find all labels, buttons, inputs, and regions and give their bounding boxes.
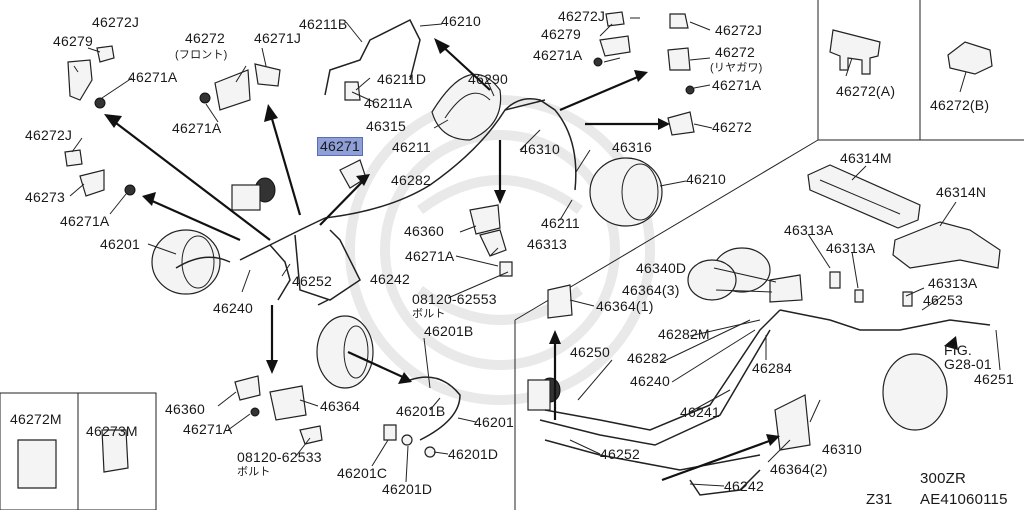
part-label: 46315 [366, 118, 406, 134]
part-label: 46252 [292, 273, 332, 289]
part-label: 46271A [60, 213, 110, 229]
part-label: 46272M [10, 411, 62, 427]
front-shoe-46210 [431, 73, 502, 141]
part-label: 46271A [533, 47, 583, 63]
part-label: 46290 [468, 71, 508, 87]
part-label: 46272(B) [930, 97, 990, 113]
part-label: 46364(2) [770, 461, 828, 477]
model-code: 300ZR [920, 470, 967, 487]
front-left-drum [151, 229, 231, 295]
part-label: 46360 [404, 223, 444, 239]
part-label: 46282M [658, 326, 710, 342]
part-label: 46211 [392, 139, 431, 155]
small-hardware [17, 11, 913, 489]
part-label: 46201B [424, 323, 474, 339]
part-label: 46253 [923, 292, 963, 308]
part-label: 08120-62533 [237, 449, 322, 465]
part-label: 46210 [441, 13, 481, 29]
clip-46272b [947, 41, 993, 75]
part-label: 46251 [974, 371, 1014, 387]
part-label: G28-01 [944, 356, 992, 372]
part-label: 46364(3) [622, 282, 680, 298]
part-label: 46310 [822, 441, 862, 457]
part-label: 46201D [448, 446, 499, 462]
part-label: 46210 [686, 171, 726, 187]
part-label: 46211A [364, 95, 413, 111]
part-label: 46240 [213, 300, 253, 316]
illustration-code: AE41060115 [920, 491, 1008, 508]
part-label: 46272 [715, 44, 755, 60]
part-label: 46201B [396, 403, 446, 419]
part-label: 46201D [382, 481, 433, 497]
part-label: 46282 [627, 350, 667, 366]
part-label: 46271A [128, 69, 178, 85]
part-label-sub: ボルト [237, 466, 271, 478]
part-label: 46272J [715, 22, 763, 38]
part-label: 46273 [25, 189, 65, 205]
part-label: 46211 [541, 215, 580, 231]
part-label: 08120-62553 [412, 291, 497, 307]
part-label: FIG. [944, 342, 973, 358]
master-cylinder-left [231, 177, 276, 211]
part-label: 46272J [25, 127, 73, 143]
part-label: 46242 [370, 271, 410, 287]
part-label: 46241 [680, 404, 720, 420]
wheel-behind-46284 [687, 247, 771, 301]
part-label: 46313A [784, 222, 834, 238]
part-label: 46360 [165, 401, 205, 417]
part-label: 46201 [100, 236, 140, 252]
part-label: 46340D [636, 260, 687, 276]
part-label: 46364 [320, 398, 360, 414]
arrows [104, 38, 958, 482]
part-label: 46271A [183, 421, 233, 437]
part-label: 46364(1) [596, 298, 654, 314]
part-label: 46201 [474, 414, 514, 430]
part-label: 46240 [630, 373, 670, 389]
part-label: 46272J [558, 8, 606, 24]
chassis-code: Z31 [866, 491, 893, 508]
leader-lines [69, 17, 1001, 487]
pipe-network-right [539, 309, 991, 496]
clip-46272a [829, 29, 881, 75]
part-label: 46250 [570, 344, 610, 360]
part-label: 46313 [527, 236, 567, 252]
pipe-network-left [239, 18, 577, 301]
part-label: 46314M [840, 150, 892, 166]
part-label: 46273M [86, 423, 138, 439]
rear-wheel-disc [882, 353, 948, 431]
part-label-sub: (リヤガワ) [710, 62, 763, 74]
part-label: 46279 [53, 33, 93, 49]
rear-drum-46210 [589, 157, 663, 227]
part-label: 46242 [724, 478, 764, 494]
highlighted-part-label[interactable]: 46271 [317, 137, 363, 156]
part-label: 46272J [92, 14, 140, 30]
part-label-sub: ボルト [412, 308, 446, 320]
part-label: 46272 [185, 30, 225, 46]
part-label: 46211B [299, 16, 348, 32]
part-label: 46271J [254, 30, 302, 46]
part-label: 46271A [172, 120, 222, 136]
crossmember-46314m [807, 164, 921, 229]
part-label: 46316 [612, 139, 652, 155]
part-label: 46252 [600, 446, 640, 462]
front-right-drum [316, 315, 374, 389]
part-label: 46271A [712, 77, 762, 93]
part-label: 46211D [377, 71, 427, 87]
part-label-sub: (フロント) [175, 49, 228, 61]
part-label: 46272(A) [836, 83, 896, 99]
part-label: 46313A [826, 240, 876, 256]
part-label: 46314N [936, 184, 987, 200]
crossmember-46314n [892, 221, 1001, 269]
part-label: 46282 [391, 172, 431, 188]
part-label: 46201C [337, 465, 388, 481]
part-label: 46271A [405, 248, 455, 264]
part-label: 46310 [520, 141, 560, 157]
part-label: 46313A [928, 275, 978, 291]
part-label: 46279 [541, 26, 581, 42]
part-label: 46272 [712, 119, 752, 135]
part-label: 46284 [752, 360, 792, 376]
